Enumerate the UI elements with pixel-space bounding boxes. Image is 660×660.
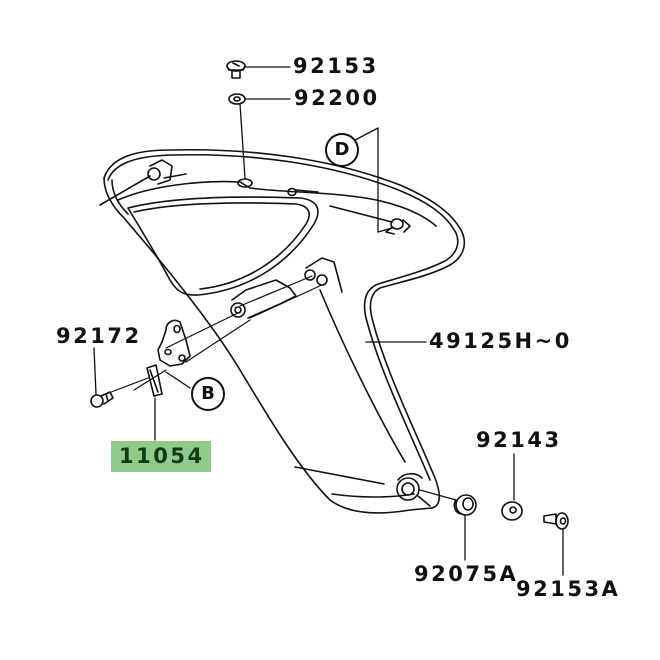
fender-cowl-part[interactable] — [103, 148, 466, 514]
part-label-11054-highlighted[interactable]: 11054 — [111, 441, 211, 472]
screw-92153A[interactable] — [543, 512, 569, 530]
grommet-92075A[interactable] — [453, 494, 477, 516]
reference-marker-d: D — [325, 133, 359, 167]
part-label-92075A[interactable]: 92075A — [414, 562, 519, 586]
assembly-guide-lines — [105, 275, 325, 395]
part-label-49125H[interactable]: 49125H~0 — [429, 329, 572, 353]
part-label-92143[interactable]: 92143 — [476, 428, 562, 452]
grommet-guide-line — [419, 489, 457, 501]
cowl-bracket-center — [230, 257, 343, 319]
bracket-11054-part[interactable] — [146, 319, 191, 397]
washer-92200[interactable] — [228, 93, 246, 105]
cowl-mount-hole — [237, 178, 253, 188]
part-label-92172[interactable]: 92172 — [56, 324, 142, 348]
washer-92143[interactable] — [501, 501, 523, 521]
part-label-92153A[interactable]: 92153A — [516, 577, 621, 601]
cowl-tab-top-left — [99, 159, 187, 206]
cowl-bottom-mount — [396, 472, 431, 507]
part-label-92200[interactable]: 92200 — [294, 86, 380, 110]
reference-marker-b: B — [191, 377, 225, 411]
part-label-92153[interactable]: 92153 — [293, 54, 379, 78]
cowl-inner-opening — [127, 196, 319, 296]
screw-92153[interactable] — [226, 60, 246, 79]
bolt-92172[interactable] — [90, 391, 114, 408]
leader-lines — [93, 66, 564, 576]
